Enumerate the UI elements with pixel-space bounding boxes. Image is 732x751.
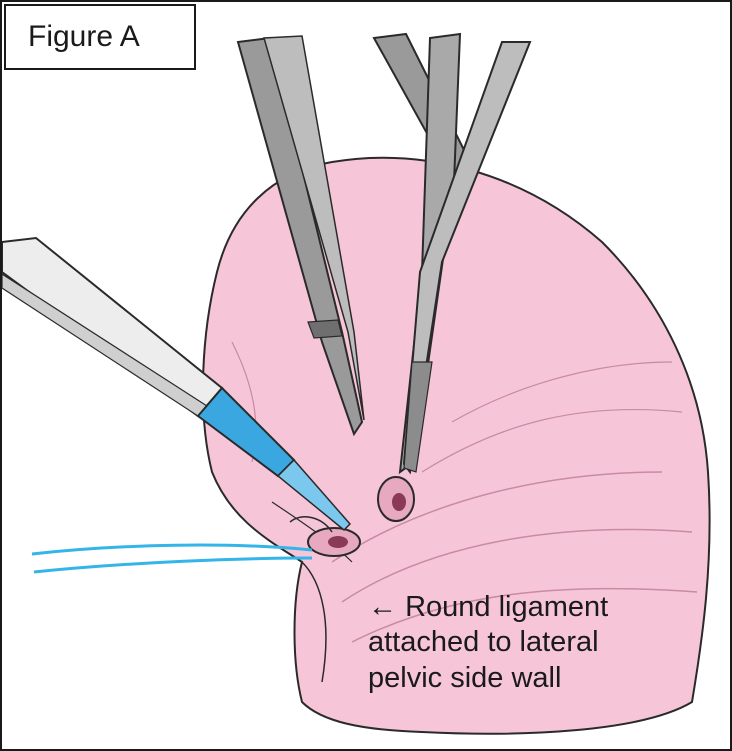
figure-label-box: Figure A [4, 4, 196, 70]
annotation-line-2: attached to lateral [368, 626, 599, 659]
round-ligament-annotation: ← Round ligament attached to lateral pel… [368, 590, 698, 696]
annotation-line-1: ← Round ligament [368, 590, 698, 625]
surgical-clamps [236, 32, 532, 475]
electrocautery-instrument [2, 236, 352, 532]
suture-threads [31, 543, 313, 574]
annotation-line-3: pelvic side wall [368, 661, 562, 694]
figure-label: Figure A [28, 20, 140, 53]
annotation-text-1: Round ligament [405, 591, 609, 623]
left-arrow-icon: ← [368, 591, 397, 623]
